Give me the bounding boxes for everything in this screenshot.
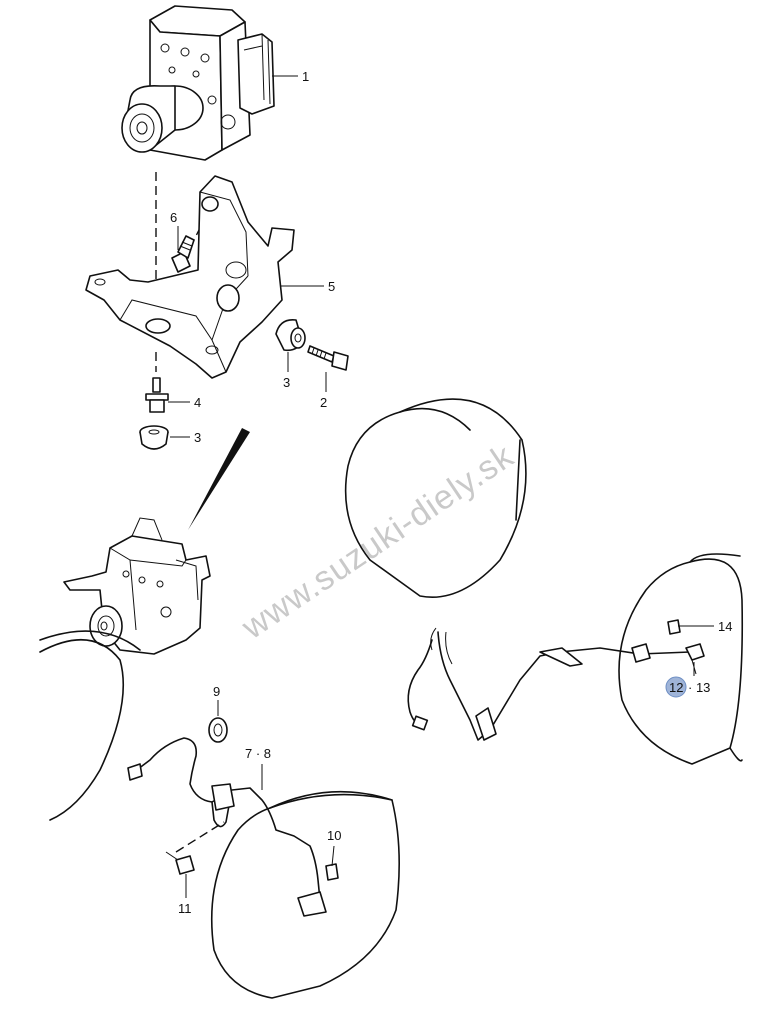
bolt-11[interactable]	[165, 851, 195, 875]
grommet-3-lower[interactable]	[139, 425, 169, 450]
callout-6: 6	[170, 210, 177, 225]
clip-right-1	[539, 647, 583, 667]
harness-right	[437, 631, 691, 741]
connector-lower	[127, 763, 143, 781]
callout-2: 2	[320, 395, 327, 410]
left-tire-outline	[39, 639, 125, 821]
clip-lower	[211, 783, 235, 811]
callout-13: · 13	[688, 680, 710, 695]
bolt-2[interactable]	[307, 345, 349, 371]
abs-hydraulic-unit[interactable]	[121, 5, 275, 161]
wheel-lower	[210, 790, 400, 999]
grommet-3-upper[interactable]	[275, 318, 306, 352]
left-tire-top	[39, 630, 141, 651]
harness-right-clip	[430, 627, 453, 665]
grommet-9[interactable]	[208, 717, 228, 743]
callout-9: 9	[213, 684, 220, 699]
bolt-14[interactable]	[667, 619, 692, 635]
callout-1: 1	[302, 69, 309, 84]
detail-arrow	[188, 428, 250, 530]
connector-right	[411, 715, 429, 731]
callout-12: 12	[669, 680, 683, 695]
callout-3b: 3	[194, 430, 201, 445]
harness-lower-loop	[211, 799, 231, 828]
callout-10: 10	[327, 828, 341, 843]
wheel-upper	[344, 398, 527, 598]
abs-assembly-mounted[interactable]	[63, 517, 211, 655]
harness-right-loop	[407, 639, 433, 727]
callout-5: 5	[328, 279, 335, 294]
wheel-speed-sensor-lower[interactable]	[297, 891, 327, 917]
callout-7-8: 7 · 8	[245, 746, 271, 761]
callout-14: 14	[718, 619, 732, 634]
clip-right-3	[631, 643, 651, 663]
highlight-12[interactable]	[665, 676, 687, 698]
assembly-line-lower	[175, 821, 225, 853]
bolt-10[interactable]	[325, 845, 339, 881]
abs-bracket[interactable]	[85, 175, 295, 379]
clip-right-2	[475, 707, 497, 741]
callout-3a: 3	[283, 375, 290, 390]
callout-4: 4	[194, 395, 201, 410]
harness-lower	[133, 737, 321, 901]
callout-11: 11	[178, 901, 192, 916]
stud-4[interactable]	[145, 377, 169, 413]
wheel-right	[618, 553, 744, 765]
bolt-6[interactable]	[171, 235, 195, 273]
